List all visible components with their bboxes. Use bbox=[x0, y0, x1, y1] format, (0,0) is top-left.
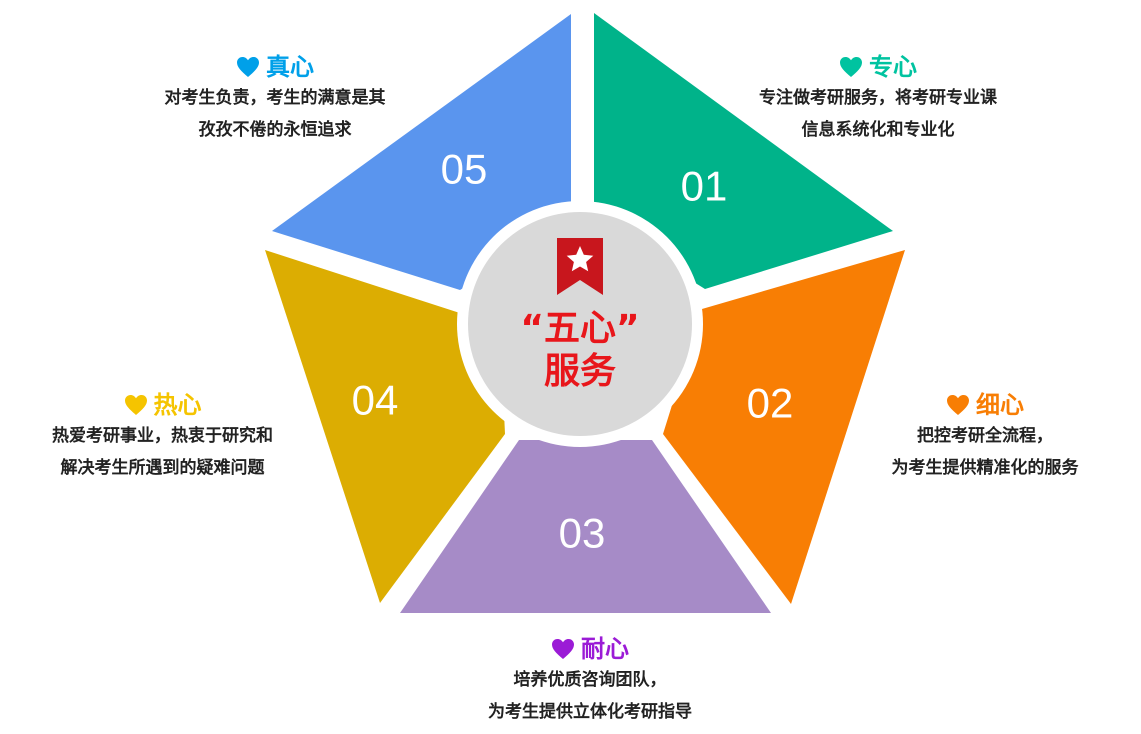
segment-number-01: 01 bbox=[681, 163, 728, 210]
segment-01 bbox=[594, 13, 893, 289]
label-zhen: 真心 对考生负责，考生的满意是其 孜孜不倦的永恒追求 bbox=[120, 52, 430, 146]
label-re-title-text: 热心 bbox=[153, 391, 202, 419]
segment-02 bbox=[663, 250, 905, 604]
segment-05 bbox=[272, 14, 571, 290]
label-re-line-1: 热爱考研事业，热衷于研究和 bbox=[52, 426, 273, 446]
heart-icon bbox=[237, 57, 259, 77]
segment-number-03: 03 bbox=[559, 510, 606, 557]
center-title-line2: 服务 bbox=[544, 351, 616, 392]
label-nai: 耐心 培养优质咨询团队， 为考生提供立体化考研指导 bbox=[440, 634, 740, 728]
label-nai-title-text: 耐心 bbox=[581, 635, 629, 663]
heart-icon bbox=[124, 395, 147, 415]
center-title-line1: “五心” bbox=[520, 308, 639, 349]
label-zhuan-title-text: 专心 bbox=[869, 53, 917, 81]
segment-number-04: 04 bbox=[352, 377, 399, 424]
heart-icon bbox=[840, 57, 862, 77]
label-xi-title: 细心 bbox=[840, 390, 1130, 420]
segment-04 bbox=[265, 250, 505, 603]
label-xi-line-1: 把控考研全流程， bbox=[917, 426, 1053, 446]
label-zhuan-line-2: 信息系统化和专业化 bbox=[801, 120, 955, 140]
label-xi: 细心 把控考研全流程， 为考生提供精准化的服务 bbox=[840, 390, 1130, 484]
label-re: 热心 热爱考研事业，热衷于研究和 解决考生所遇到的疑难问题 bbox=[10, 390, 315, 484]
segment-number-02: 02 bbox=[747, 380, 794, 427]
label-zhuan-title: 专心 bbox=[718, 52, 1038, 82]
segment-number-05: 05 bbox=[441, 146, 488, 193]
segment-03 bbox=[400, 440, 771, 613]
label-xi-line-2: 为考生提供精准化的服务 bbox=[891, 458, 1079, 478]
label-nai-title: 耐心 bbox=[440, 634, 740, 664]
label-re-title: 热心 bbox=[10, 390, 315, 420]
heart-icon bbox=[947, 395, 969, 415]
label-zhen-title: 真心 bbox=[120, 52, 430, 82]
label-zhen-title-text: 真心 bbox=[266, 53, 314, 81]
star-bookmark-icon bbox=[557, 238, 603, 295]
label-nai-line-1: 培养优质咨询团队， bbox=[513, 670, 667, 690]
label-nai-line-2: 为考生提供立体化考研指导 bbox=[488, 702, 692, 722]
label-zhen-line-1: 对考生负责，考生的满意是其 bbox=[164, 88, 386, 108]
heart-icon bbox=[552, 639, 574, 659]
label-re-line-2: 解决考生所遇到的疑难问题 bbox=[60, 458, 265, 478]
center-circle bbox=[468, 212, 692, 436]
label-zhuan-line-1: 专注做考研服务，将考研专业课 bbox=[759, 88, 997, 108]
label-zhuan: 专心 专注做考研服务，将考研专业课 信息系统化和专业化 bbox=[718, 52, 1038, 146]
label-zhen-line-2: 孜孜不倦的永恒追求 bbox=[198, 120, 352, 140]
label-xi-title-text: 细心 bbox=[976, 391, 1024, 419]
